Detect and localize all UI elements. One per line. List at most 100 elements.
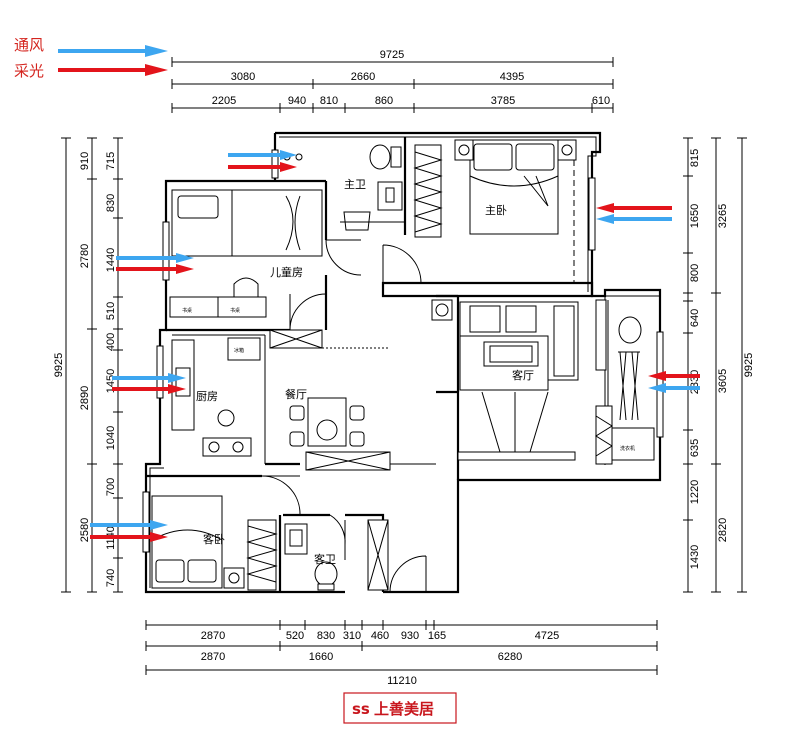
dim-top-row3-4: 860 <box>375 95 393 107</box>
dim-right-mid-2820: 2820 <box>717 518 729 542</box>
dim-bottom-row1-7: 165 <box>428 630 446 642</box>
dim-bottom-row1-2: 520 <box>286 630 304 642</box>
dim-left-inner-700: 700 <box>105 478 117 496</box>
dim-left-outer-2580: 2580 <box>79 518 91 542</box>
top-dimension-lines <box>171 57 614 113</box>
kitchen-fixtures <box>171 329 390 457</box>
arrow-kitchen-lighting <box>112 384 186 394</box>
dim-bottom-row1-4: 310 <box>343 630 361 642</box>
dining-table <box>289 397 391 471</box>
dim-left-inner-740: 740 <box>105 569 117 587</box>
dim-top-total: 9725 <box>380 49 404 61</box>
living-tv-projection <box>481 391 549 453</box>
room-label-kids-room: 儿童房 <box>270 265 303 279</box>
brand-logo-mark: ss <box>352 700 370 718</box>
room-label-master-bedroom: 主卧 <box>485 204 507 217</box>
arrow-kids-ventilation <box>116 253 194 263</box>
dim-bottom-row1-5: 460 <box>371 630 389 642</box>
interior-walls <box>146 137 660 592</box>
dim-left-inner-910: 910 <box>79 152 91 170</box>
arrow-kitchen-ventilation <box>112 373 186 383</box>
brand-logo-text: 上善美居 <box>374 700 434 718</box>
arrow-kids-lighting <box>116 264 194 274</box>
room-label-kitchen: 厨房 <box>196 390 218 403</box>
dim-right-inner-2330: 2330 <box>689 370 701 394</box>
arrow-living-ventilation <box>648 383 700 393</box>
dim-right-total: 9925 <box>743 353 755 377</box>
dim-left-inner-1440: 1440 <box>105 248 117 272</box>
dim-top-row3-2: 940 <box>288 95 306 107</box>
legend-ventilation-arrow <box>58 45 168 57</box>
dim-right-inner-640: 640 <box>689 309 701 327</box>
master-nightstands <box>454 139 577 161</box>
arrow-living-lighting <box>648 371 700 381</box>
room-label-guest-bedroom: 客卧 <box>203 532 225 546</box>
dim-left-inner-830: 830 <box>105 194 117 212</box>
room-label-dining: 餐厅 <box>285 387 307 401</box>
dim-top-row2-3: 4395 <box>500 71 524 83</box>
dim-left-inner-1040: 1040 <box>105 426 117 450</box>
guest-bath-fixtures <box>284 519 389 591</box>
arrow-master-bedroom-lighting <box>596 203 672 213</box>
master-bed <box>469 139 559 235</box>
furniture-label-washer: 洗衣机 <box>620 445 635 452</box>
dim-left-outer-2890: 2890 <box>79 386 91 410</box>
room-label-living-room: 客厅 <box>512 368 534 382</box>
dim-right-inner-1650: 1650 <box>689 204 701 228</box>
dim-top-row2-1: 3080 <box>231 71 255 83</box>
dim-top-row3-1: 2205 <box>212 95 236 107</box>
dim-right-inner-1430: 1430 <box>689 545 701 569</box>
balcony-fixtures <box>595 299 655 465</box>
furniture-label-desk-right: 书桌 <box>230 307 240 314</box>
master-bath-fixtures <box>283 144 403 231</box>
right-dimension-lines <box>683 137 747 593</box>
arrow-master-bath-ventilation <box>228 150 297 160</box>
legend-lighting-arrow <box>58 64 168 76</box>
arrow-master-bath-lighting <box>228 162 297 172</box>
dim-right-mid-3265: 3265 <box>717 204 729 228</box>
arrow-master-bedroom-ventilation <box>596 214 672 224</box>
dim-bottom-row2-2: 1660 <box>309 651 333 663</box>
guest-bed <box>151 495 245 589</box>
furniture-label-fridge: 冰箱 <box>234 347 244 354</box>
dim-bottom-row1-8: 4725 <box>535 630 559 642</box>
windows <box>142 149 664 553</box>
dim-top-row3-3: 810 <box>320 95 338 107</box>
dim-bottom-row2-3: 6280 <box>498 651 522 663</box>
dim-left-outer-2780: 2780 <box>79 244 91 268</box>
dim-right-inner-635: 635 <box>689 439 701 457</box>
master-wardrobe <box>413 144 443 238</box>
legend-ventilation-label: 通风 <box>14 36 44 54</box>
furniture-label-desk-left: 书桌 <box>182 307 192 314</box>
doors <box>261 160 575 593</box>
brand-logo: ss 上善美居 <box>343 692 457 724</box>
room-label-guest-bath: 客卫 <box>314 552 336 566</box>
dim-left-total: 9925 <box>53 353 65 377</box>
dim-right-mid-3605: 3605 <box>717 369 729 393</box>
bottom-dimension-lines <box>145 620 658 675</box>
dim-top-row3-5: 3785 <box>491 95 515 107</box>
dim-right-inner-1220: 1220 <box>689 480 701 504</box>
arrow-guest-lighting <box>90 532 168 542</box>
kids-bed <box>171 189 323 257</box>
legend-lighting-label: 采光 <box>14 62 44 80</box>
dim-left-inner-400: 400 <box>105 333 117 351</box>
dim-right-inner-815: 815 <box>689 149 701 167</box>
dim-left-inner-510: 510 <box>105 302 117 320</box>
guest-wardrobe <box>246 519 278 591</box>
dim-bottom-row1-3: 830 <box>317 630 335 642</box>
dim-top-row3-6: 610 <box>592 95 610 107</box>
dim-top-row2-2: 2660 <box>351 71 375 83</box>
kids-desk <box>169 277 267 318</box>
living-sofa <box>431 299 579 391</box>
left-dimension-lines <box>61 137 123 593</box>
dim-bottom-row2-1: 2870 <box>201 651 225 663</box>
dim-right-inner-800: 800 <box>689 264 701 282</box>
arrow-guest-ventilation <box>90 520 168 530</box>
dim-left-inner-715: 715 <box>105 152 117 170</box>
dim-bottom-total: 11210 <box>387 675 417 687</box>
dim-bottom-row1-1: 2870 <box>201 630 225 642</box>
room-label-master-bath: 主卫 <box>344 178 366 191</box>
